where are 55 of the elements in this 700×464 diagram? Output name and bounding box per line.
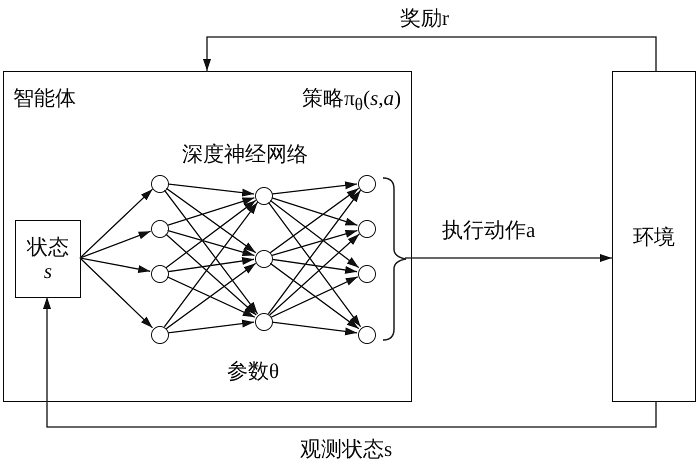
edge-label: 执行动作a [442,217,536,244]
environment-label: 环境 [632,224,676,249]
state-label: 状态 s [26,234,70,284]
arrow [43,297,657,428]
arrow [271,230,358,256]
arrow [164,190,258,314]
parameter-label: 参数θ [227,359,280,384]
arrow [270,200,360,268]
neuron-circle [255,187,273,205]
arrow [168,320,254,334]
neuron-circle [358,326,376,344]
arrow [168,257,254,272]
arrow [270,276,358,318]
policy-label: 策略π$_{θ}$(s,a) [302,86,401,114]
arrow [269,234,360,316]
arrow [164,202,258,328]
arrow [80,188,153,258]
agent-box [3,71,412,402]
arrow [270,188,360,254]
arrow [203,36,657,71]
arrow [272,181,358,195]
edge-label: 观测状态s [300,436,392,463]
arrow [271,197,358,226]
arrow [166,200,256,268]
arrow [268,190,362,314]
arrow [405,254,612,262]
neuron-circle [151,175,169,193]
arrow [166,188,256,254]
arrow [272,258,358,274]
curly-brace [382,177,407,341]
environment-box [612,71,696,402]
neuron-circle [358,265,376,283]
arrow [166,276,256,318]
arrow [167,197,255,226]
neuron-circle [255,250,273,268]
neuron-circle [151,220,169,238]
edge-label: 奖励r [400,5,449,32]
arrow [80,257,150,273]
arrow [268,202,362,328]
neuron-circle [151,265,169,283]
arrow [272,321,358,336]
neuron-circle [151,326,169,344]
neuron-circle [358,220,376,238]
arrow [165,234,257,316]
neuron-circle [255,313,273,331]
network-label: 深度神经网络 [182,142,308,166]
neuron-circle [358,175,376,193]
arrow [80,258,153,328]
arrow [166,262,256,330]
arrow [270,262,360,330]
state-box [15,220,81,298]
agent-title: 智能体 [13,86,76,110]
arrow [168,183,254,197]
arrow [167,230,255,256]
arrow [80,230,151,259]
